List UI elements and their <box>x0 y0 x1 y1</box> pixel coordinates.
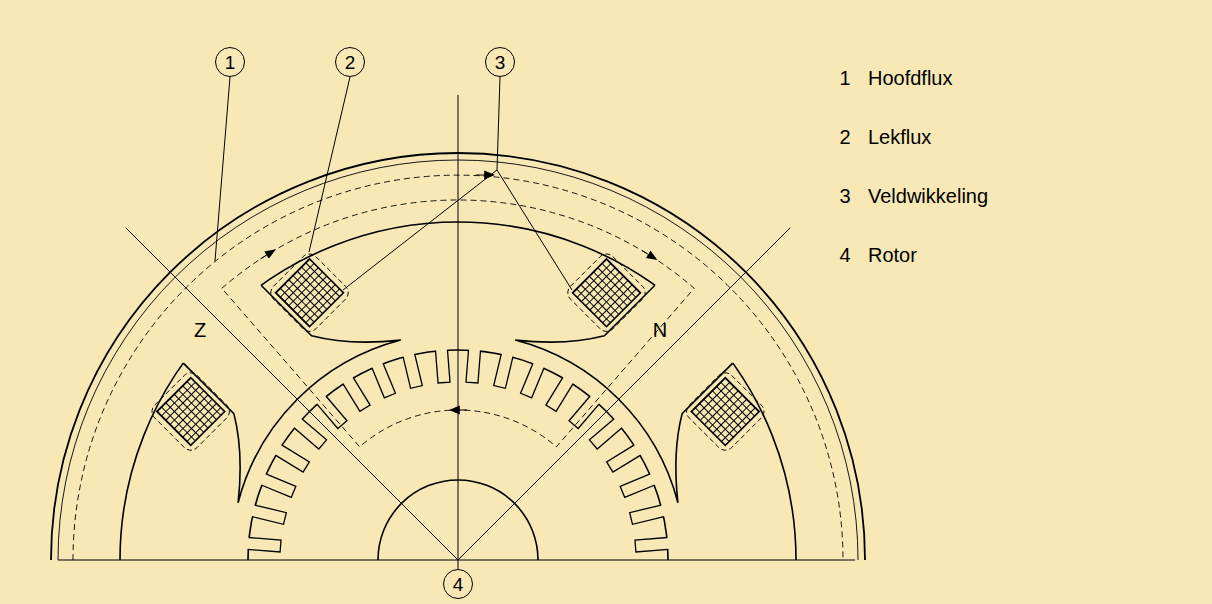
legend-text: Veldwikkeling <box>868 185 988 208</box>
callout-circle: 4 <box>443 569 473 599</box>
legend-number: 3 <box>839 185 850 208</box>
legend-text: Lekflux <box>868 126 931 149</box>
callout-number: 3 <box>495 53 506 72</box>
legend-number: 1 <box>839 67 850 90</box>
legend-text: Hoofdflux <box>868 67 953 90</box>
callout-circle: 1 <box>215 47 245 77</box>
pole-letter: N <box>653 319 667 342</box>
pole-letter: Z <box>194 319 206 342</box>
callout-number: 2 <box>345 53 356 72</box>
legend-number: 2 <box>839 126 850 149</box>
callout-circle: 3 <box>485 47 515 77</box>
callout-number: 4 <box>453 575 464 594</box>
legend-text: Rotor <box>868 244 917 267</box>
legend-number: 4 <box>839 244 850 267</box>
callout-circle: 2 <box>335 47 365 77</box>
callout-number: 1 <box>225 53 236 72</box>
